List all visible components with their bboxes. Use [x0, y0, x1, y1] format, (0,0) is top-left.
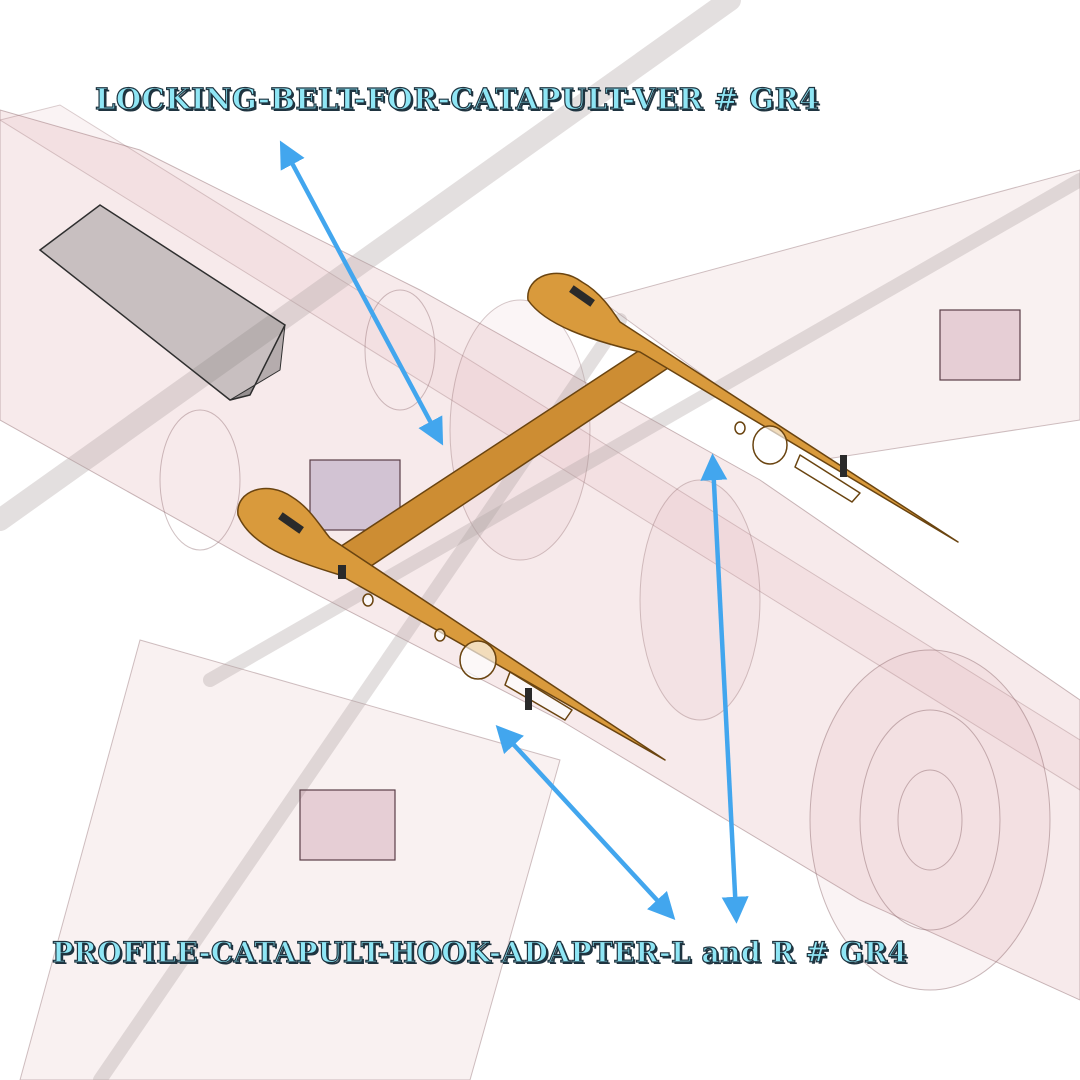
bulkhead-b [639, 479, 761, 721]
belt-arrow [279, 140, 444, 446]
adapter-left-arrow [495, 725, 676, 920]
locking-belt-label: LOCKING-BELT-FOR-CATAPULT-VER # GR4 [94, 81, 820, 116]
hook-adapter-label: PROFILE-CATAPULT-HOOK-ADAPTER-L and R # … [51, 935, 908, 969]
motor-ring [859, 709, 1001, 931]
servo-right [939, 309, 1021, 381]
servo-left [299, 789, 396, 861]
adapter-bolts [278, 285, 847, 710]
bulkhead-c [159, 409, 241, 551]
hub-ring [897, 769, 963, 871]
wing-left [19, 639, 561, 1080]
engine-nacelle [809, 649, 1051, 991]
servo-boxes [299, 309, 1021, 861]
hook-adapter-l [237, 487, 666, 761]
adapter-holes [362, 421, 861, 721]
hook-adapter-r [527, 272, 959, 543]
adapter-right-arrow [700, 453, 749, 924]
rod-cross [203, 173, 1080, 687]
catapult-assembly [237, 272, 959, 761]
callout-arrows [279, 140, 749, 924]
